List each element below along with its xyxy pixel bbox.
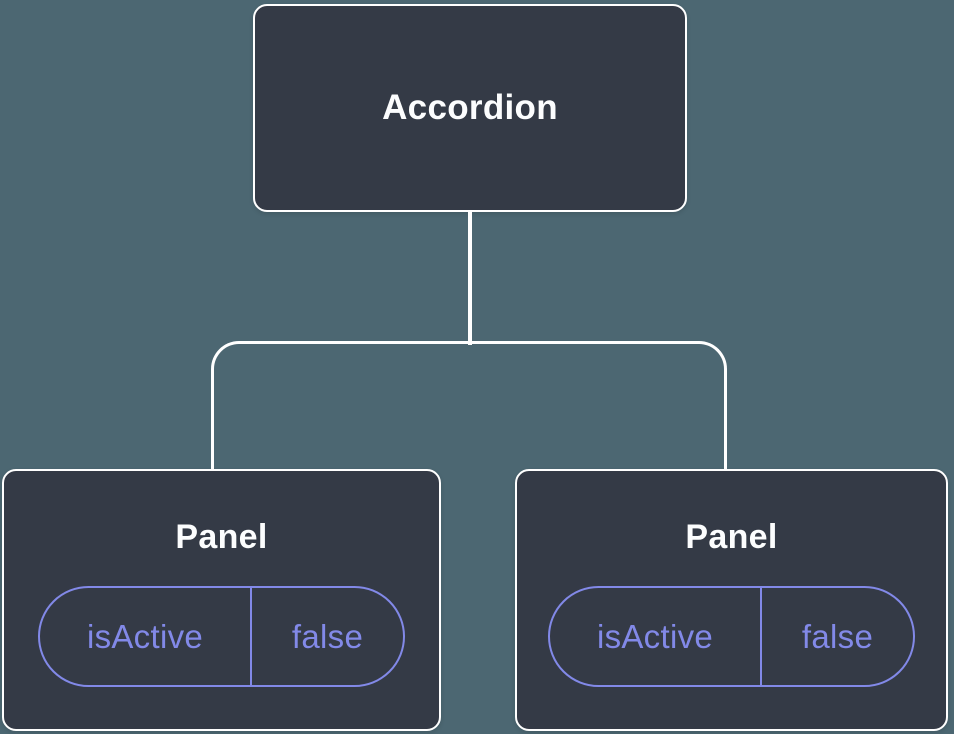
accordion-node-label: Accordion <box>382 88 558 127</box>
tree-node-panel-right: Panel isActive false <box>515 469 948 731</box>
panel-right-label: Panel <box>685 518 778 556</box>
panel-left-prop-pill: isActive false <box>38 586 405 687</box>
prop-value: false <box>801 617 874 655</box>
prop-value: false <box>291 617 364 655</box>
tree-node-accordion: Accordion <box>253 4 687 212</box>
prop-name: isActive <box>40 588 252 685</box>
panel-left-label: Panel <box>175 518 268 556</box>
prop-name: isActive <box>550 588 762 685</box>
connector-stem <box>468 211 472 345</box>
connector-branch <box>211 341 727 470</box>
tree-node-panel-left: Panel isActive false <box>2 469 441 731</box>
panel-right-prop-pill: isActive false <box>548 586 915 687</box>
